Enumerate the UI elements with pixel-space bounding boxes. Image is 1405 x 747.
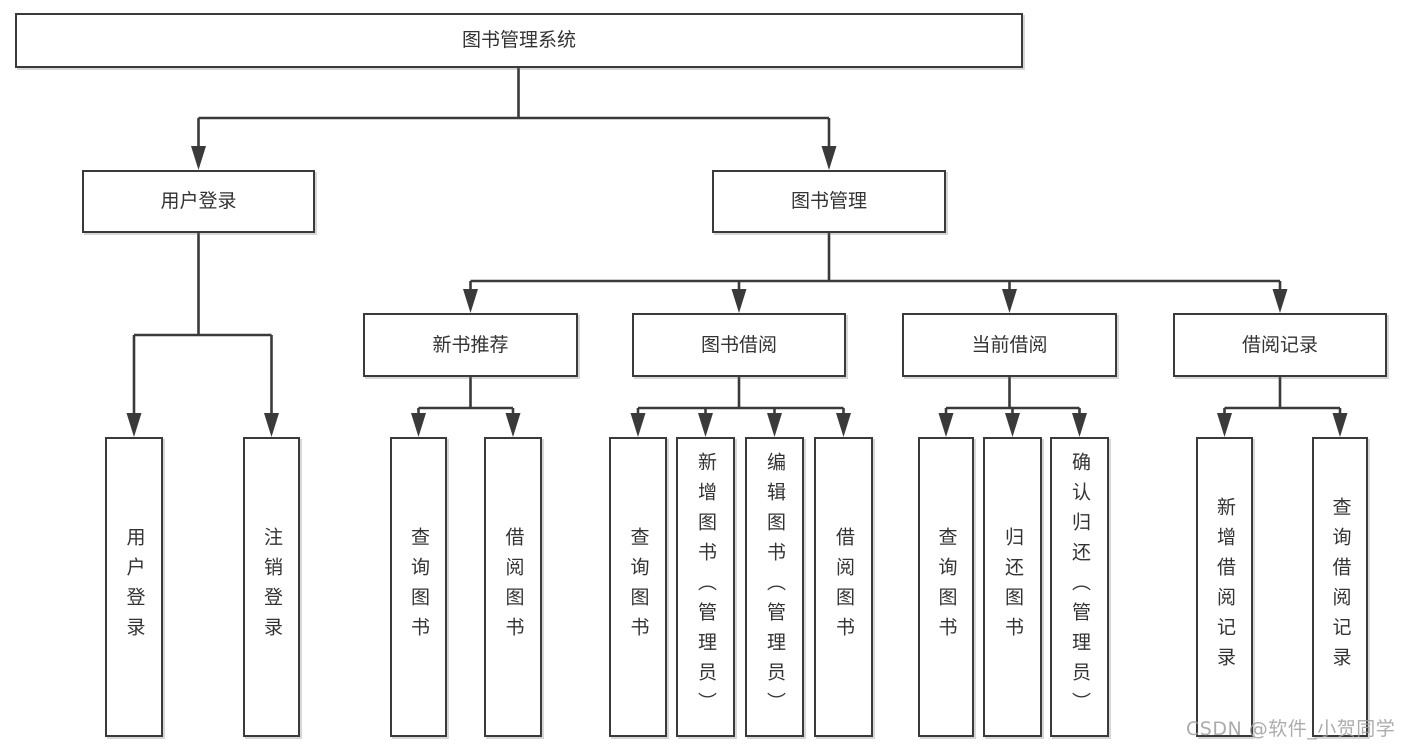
leaf-edit-books-admin-label: 编辑图书（管理员） xyxy=(764,452,786,722)
leaf-borrow-books-recommend-label: 借阅图书 xyxy=(502,527,525,647)
leaf-add-borrow-record: 新增借阅记录 xyxy=(1196,437,1253,737)
leaf-add-books-admin-label: 新增图书（管理员） xyxy=(695,452,717,722)
leaf-borrow-books-label: 借阅图书 xyxy=(833,527,855,647)
node-book-management-label: 图书管理 xyxy=(790,190,867,213)
leaf-query-books-recommend: 查询图书 xyxy=(390,437,447,737)
leaf-query-books-borrowing-label: 查询图书 xyxy=(627,527,650,647)
node-user-login: 用户登录 xyxy=(82,170,315,233)
node-borrowing-records-label: 借阅记录 xyxy=(1241,333,1318,356)
leaf-confirm-return-admin: 确认归还（管理员） xyxy=(1050,437,1109,737)
leaf-borrow-books-recommend: 借阅图书 xyxy=(484,437,542,737)
node-book-management: 图书管理 xyxy=(712,170,946,233)
leaf-return-books: 归还图书 xyxy=(983,437,1042,737)
watermark: CSDN @软件_小贺同学 xyxy=(1186,718,1396,740)
node-library-system: 图书管理系统 xyxy=(15,13,1023,68)
node-book-borrowing: 图书借阅 xyxy=(632,313,846,377)
leaf-borrow-books: 借阅图书 xyxy=(814,437,873,737)
leaf-query-books-recommend-label: 查询图书 xyxy=(408,527,430,647)
leaf-add-books-admin: 新增图书（管理员） xyxy=(676,437,735,737)
leaf-edit-books-admin: 编辑图书（管理员） xyxy=(745,437,804,737)
node-user-login-label: 用户登录 xyxy=(160,190,237,213)
node-borrowing-records: 借阅记录 xyxy=(1173,313,1387,377)
leaf-logout-label: 注销登录 xyxy=(261,527,283,647)
leaf-query-borrow-record-label: 查询借阅记录 xyxy=(1329,497,1352,677)
leaf-confirm-return-admin-label: 确认归还（管理员） xyxy=(1069,452,1091,722)
node-current-borrowing: 当前借阅 xyxy=(902,313,1117,377)
leaf-query-books-borrowing: 查询图书 xyxy=(609,437,667,737)
node-new-book-recommend-label: 新书推荐 xyxy=(432,333,509,356)
leaf-query-books-current: 查询图书 xyxy=(918,437,974,737)
node-current-borrowing-label: 当前借阅 xyxy=(971,333,1048,356)
leaf-logout: 注销登录 xyxy=(243,437,300,737)
leaf-return-books-label: 归还图书 xyxy=(1002,527,1024,647)
leaf-user-login-label: 用户登录 xyxy=(123,527,146,647)
leaf-add-borrow-record-label: 新增借阅记录 xyxy=(1214,497,1236,677)
node-library-system-label: 图书管理系统 xyxy=(461,29,576,52)
node-book-borrowing-label: 图书借阅 xyxy=(700,333,777,356)
node-new-book-recommend: 新书推荐 xyxy=(363,313,578,377)
leaf-query-borrow-record: 查询借阅记录 xyxy=(1312,437,1368,737)
leaf-query-books-current-label: 查询图书 xyxy=(935,527,958,647)
leaf-user-login: 用户登录 xyxy=(105,437,163,737)
